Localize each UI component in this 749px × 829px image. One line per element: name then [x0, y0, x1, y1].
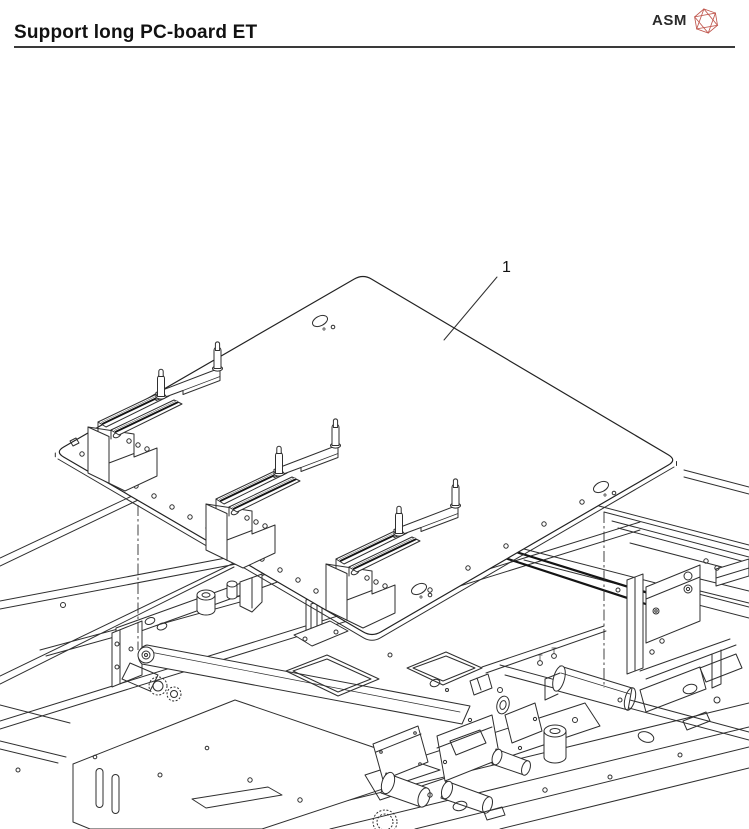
machine-chassis: [0, 469, 749, 829]
frame-hole-rect: [682, 711, 711, 731]
enclosure-box: [72, 699, 441, 829]
plate-oval-slots: [312, 314, 617, 599]
callout-1-label: 1: [502, 259, 511, 276]
frame-vertical-bars: [711, 649, 722, 689]
pivot-arm-assembly: [111, 620, 471, 725]
roller-cylinder: [544, 665, 707, 713]
plate-square-hole: [69, 437, 80, 447]
plate-surface: [58, 275, 674, 636]
brand-logo: ASM: [652, 6, 722, 36]
page-title: Support long PC-board ET: [14, 22, 258, 43]
asm-logo-icon: [693, 8, 719, 34]
title-rule: [14, 46, 735, 48]
frame-window-1: [285, 654, 380, 697]
frame-window-3: [699, 653, 743, 683]
callout-1-leader: [443, 276, 498, 341]
frame-window-2: [406, 651, 483, 686]
brand-text: ASM: [652, 12, 687, 29]
under-plate-rails: [481, 625, 607, 674]
valve-manifold-cluster: [364, 673, 683, 821]
connector-assembly-3: [325, 478, 461, 629]
chassis-holes: [15, 558, 721, 773]
chassis-left-edge-lines: [0, 704, 71, 764]
screw-fasteners: [537, 647, 557, 666]
right-carriage-bracket: [626, 558, 749, 680]
plate-hole-row-right: [427, 499, 585, 593]
chassis-apron-lines: [299, 702, 749, 829]
